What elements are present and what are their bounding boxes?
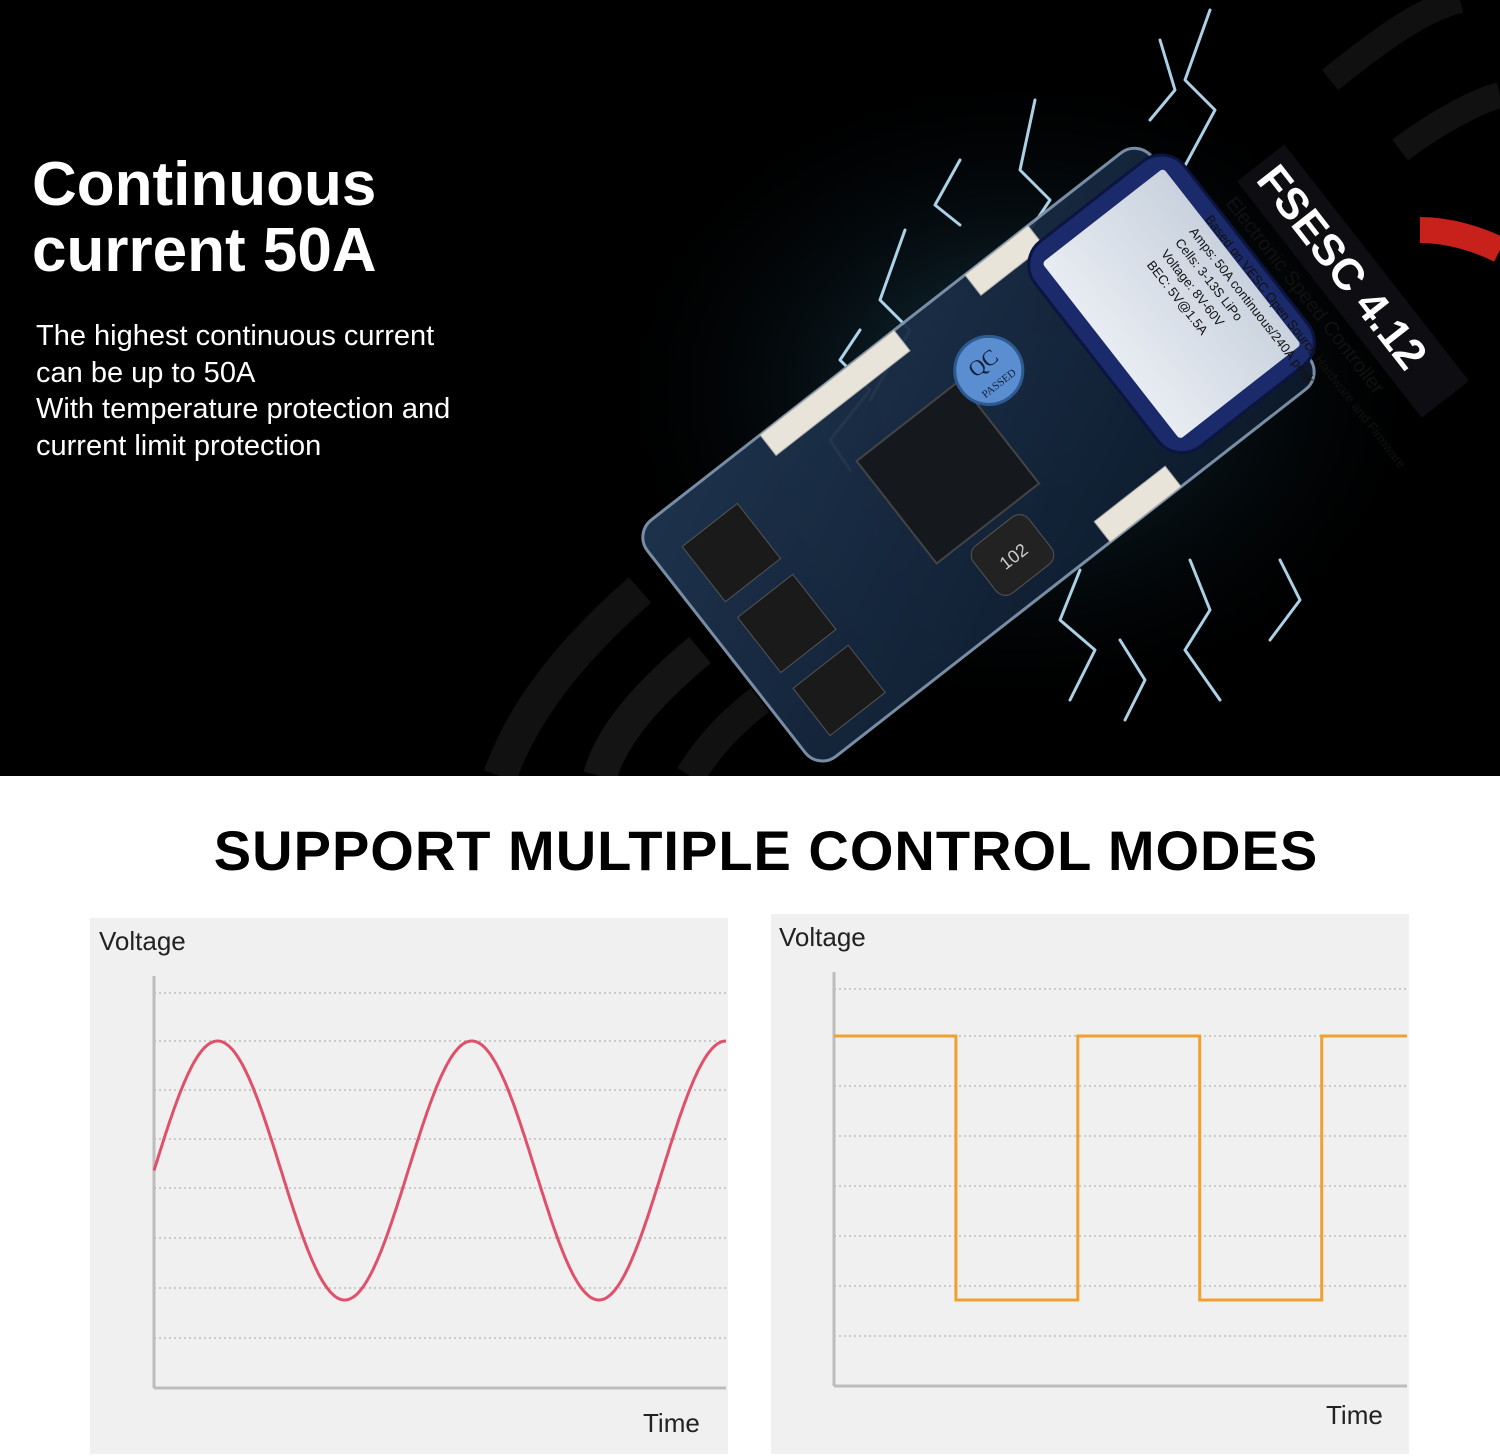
x-axis-label: Time <box>643 1408 700 1438</box>
hero-title-line: Continuous <box>32 150 377 219</box>
power-cables <box>483 0 1500 776</box>
esc-product-photo: QC PASSED 102 FSESC 4.12 Electronic Spee… <box>483 0 1500 776</box>
sine-wave-svg: Voltage Time <box>90 918 728 1454</box>
square-wave-svg: Voltage Time <box>771 914 1409 1454</box>
square-wave-series <box>834 1034 1407 1302</box>
esc-board: QC PASSED 102 <box>641 146 1316 763</box>
hero-description-line: can be up to 50A <box>36 356 256 389</box>
y-axis-label: Voltage <box>779 922 866 952</box>
square-wave-chart: Voltage Time <box>771 914 1409 1454</box>
qc-seal <box>953 334 1025 406</box>
chart-grid <box>154 992 726 1339</box>
hero-banner: QC PASSED 102 FSESC 4.12 Electronic Spee… <box>0 0 1500 776</box>
sine-wave-series <box>152 1039 727 1302</box>
hero-description-line: With temperature protection and <box>36 393 451 425</box>
x-axis-label: Time <box>1326 1400 1383 1430</box>
section-heading: SUPPORT MULTIPLE CONTROL MODES <box>213 819 1319 882</box>
chart-background <box>771 914 1409 1454</box>
sine-wave-chart: Voltage Time <box>90 918 728 1454</box>
hero-description-line: The highest continuous current <box>36 320 435 352</box>
product-label <box>1043 169 1300 438</box>
y-axis-label: Voltage <box>99 926 186 956</box>
hero-title-line: current 50A <box>32 216 377 285</box>
hero-description: The highest continuous current can be up… <box>36 318 450 464</box>
hero-description-line: current limit protection <box>36 429 322 462</box>
hero-title: Continuous current 50A <box>32 152 377 284</box>
chart-background <box>90 918 728 1454</box>
